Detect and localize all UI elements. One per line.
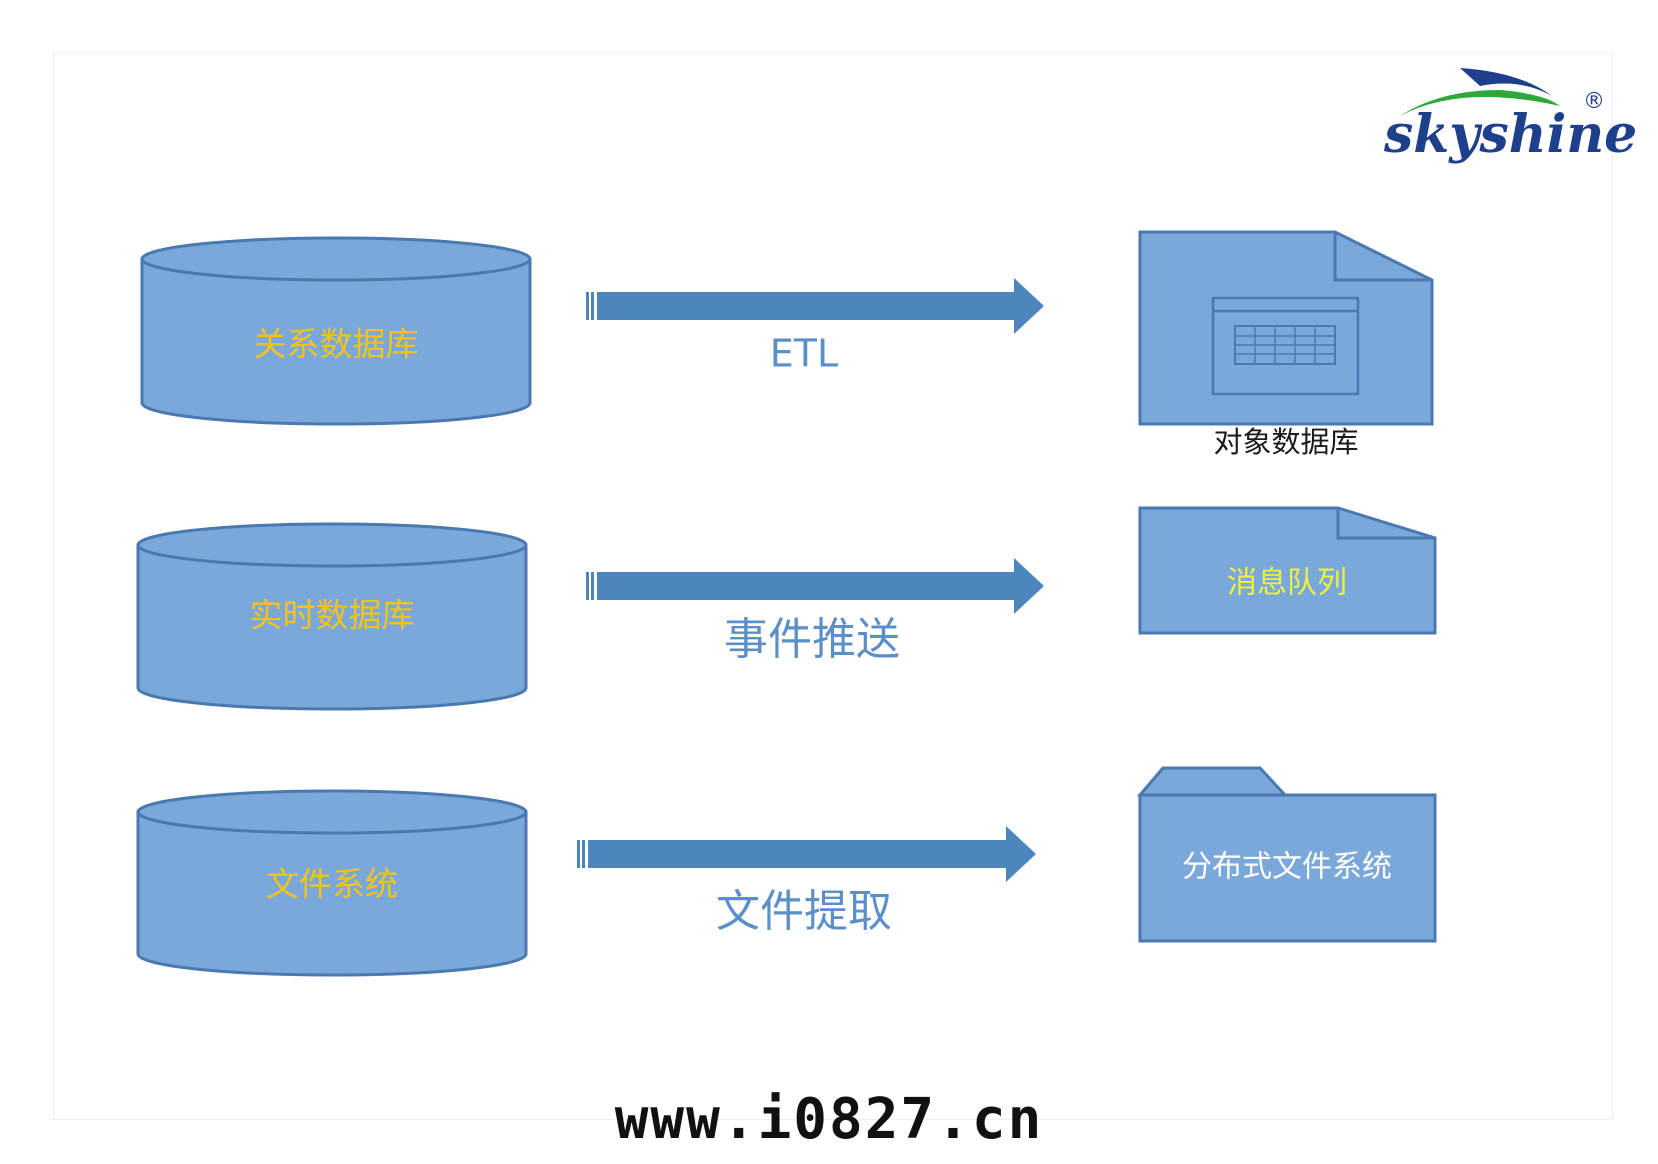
arrow-tail-stripe — [582, 840, 585, 868]
skyshine-logo: skyshine ® — [1383, 68, 1637, 165]
target-object-database: 对象数据库 — [1138, 230, 1434, 459]
watermark-url: www.i0827.cn — [614, 1087, 1044, 1152]
folder-tab — [1136, 766, 1289, 797]
arrow-tail-stripe — [591, 292, 594, 320]
folder-body — [1138, 793, 1437, 943]
cylinder-top — [136, 522, 528, 568]
target-message-queue: 消息队列 — [1138, 506, 1437, 635]
cylinder-body — [136, 543, 528, 711]
source-label-1: 关系数据库 — [254, 325, 419, 364]
arrow-3: 文件提取 — [577, 826, 1036, 937]
target-label-1: 对象数据库 — [1213, 425, 1358, 459]
arrow-2: 事件推送 — [586, 558, 1044, 665]
table-icon — [1211, 296, 1360, 396]
cylinder-body — [136, 810, 528, 977]
arrow-1: ETL — [586, 278, 1044, 376]
target-distributed-fs: 分布式文件系统 — [1136, 766, 1437, 943]
document-fold — [1333, 232, 1432, 282]
arrow-shaft — [597, 558, 1044, 614]
logo-swoosh-blue — [1460, 68, 1552, 96]
cylinder-body — [140, 257, 532, 426]
arrow-shaft — [597, 278, 1044, 334]
arrow-tail-stripe — [591, 572, 594, 600]
diagram-frame — [53, 52, 1613, 1120]
arrow-label-2: 事件推送 — [724, 614, 900, 665]
source-cylinder-3: 文件系统 — [136, 789, 528, 977]
logo-text: skyshine — [1383, 104, 1637, 165]
logo-swoosh-green — [1400, 90, 1560, 116]
document-fold — [1336, 508, 1435, 540]
cylinder-top — [136, 789, 528, 835]
arrow-label-3: 文件提取 — [716, 886, 892, 937]
arrow-tail-stripe — [577, 840, 580, 868]
source-cylinder-1: 关系数据库 — [140, 236, 532, 426]
cylinder-top — [140, 236, 532, 282]
arrow-shaft — [588, 826, 1036, 882]
source-label-3: 文件系统 — [266, 865, 398, 904]
source-cylinder-2: 实时数据库 — [136, 522, 528, 711]
arrow-label-1: ETL — [770, 332, 838, 376]
source-label-2: 实时数据库 — [250, 596, 415, 635]
arrow-tail-stripe — [586, 572, 589, 600]
arrow-tail-stripe — [586, 292, 589, 320]
target-label-2: 消息队列 — [1227, 566, 1347, 601]
registered-mark: ® — [1583, 89, 1605, 114]
target-label-3: 分布式文件系统 — [1182, 850, 1392, 885]
